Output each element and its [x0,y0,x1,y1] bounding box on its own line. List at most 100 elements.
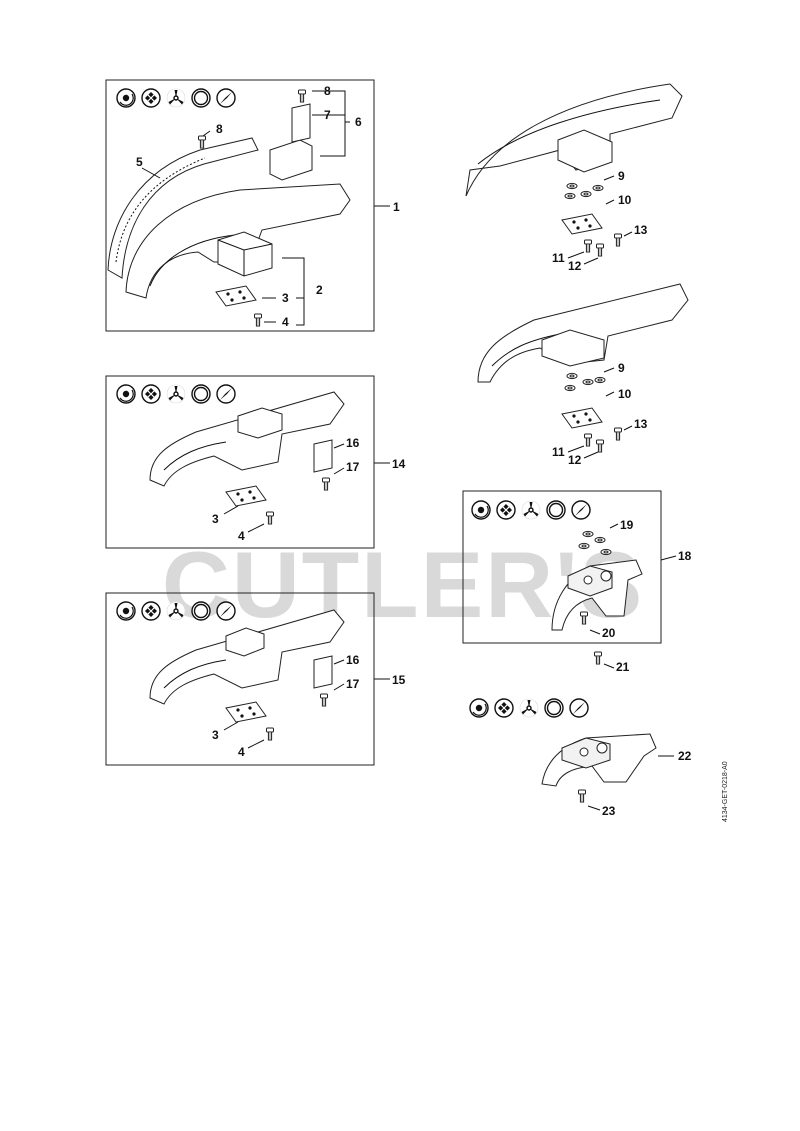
callout-14: 14 [392,457,406,471]
guard-compact-part [149,609,345,705]
tool-icon-row [116,88,136,108]
washer-19-part [582,530,594,538]
disc-icon [191,384,211,404]
callout-10: 10 [618,193,632,207]
callout-6: 6 [355,115,362,129]
plate-part [561,213,603,235]
washer-19d-part [600,548,612,556]
callout-3: 3 [212,728,219,742]
washer-10b-part [592,184,604,192]
disc-icon [191,88,211,108]
two-blade-icon [216,601,236,621]
screw-11-part [584,239,592,253]
callout-22: 22 [678,749,692,763]
panel-assembly-1: 1 2 3 4 5 6 7 8 8 [105,79,400,332]
disc-icon [191,601,211,621]
saw-disc-icon [544,698,564,718]
screw-21-part [594,651,602,665]
callout-12: 12 [568,453,582,467]
callout-4: 4 [238,745,245,759]
square-blade-icon [141,88,161,108]
callout-17: 17 [346,677,360,691]
plate-3-part [215,285,257,307]
spool-icon [116,88,136,108]
callout-13: 13 [634,417,648,431]
panel-assembly-14: 14 16 17 3 4 [105,375,406,549]
callout-17: 17 [346,460,360,474]
callout-23: 23 [602,804,616,818]
callout-2: 2 [316,283,323,297]
two-blade-icon [216,88,236,108]
guard-extension-part [107,137,259,279]
washer-10-part [564,192,576,200]
bracket-part [269,139,313,181]
spacer-16-part [313,655,333,689]
callout-21: 21 [616,660,630,674]
square-blade-icon [141,384,161,404]
callout-11: 11 [552,445,565,459]
guard-compact-part [149,391,345,487]
screw-8b-part [198,135,206,149]
clip-part [291,103,311,143]
screw-13-part [614,233,622,247]
callout-13: 13 [634,223,648,237]
callout-20: 20 [602,626,616,640]
mount-block [237,407,283,439]
spool-icon [469,698,489,718]
two-blade-icon [569,698,589,718]
square-blade-icon [494,698,514,718]
callout-10: 10 [618,387,632,401]
mount-block [541,329,605,367]
callout-3: 3 [212,512,219,526]
callout-12: 12 [568,259,582,273]
washer-9-part [566,182,578,190]
guard-compact-part [477,283,689,383]
washer-9b-part [580,190,592,198]
washer-9b-part [582,378,594,386]
guard-assembly-top-right: 9 10 11 12 13 [465,83,683,273]
callout-4: 4 [238,529,245,543]
spacer-16-part [313,439,333,473]
two-blade-icon [216,384,236,404]
callout-1: 1 [393,200,400,214]
spool-icon [116,601,136,621]
spool-icon [116,384,136,404]
screw-8-part [298,89,306,103]
plate-3-part [225,485,267,507]
washer-9-part [566,372,578,380]
screw-23-part [578,789,586,803]
callout-3: 3 [282,291,289,305]
callout-4: 4 [282,315,289,329]
screw-17-part [320,693,328,707]
panel-assembly-22: 22 23 [469,698,692,818]
screw-12-part [596,439,604,453]
washer-10-part [564,384,576,392]
washer-19c-part [578,542,590,550]
callout-15: 15 [392,673,406,687]
callout-8: 8 [324,84,331,98]
callout-5: 5 [136,155,143,169]
screw-11-part [584,433,592,447]
callout-11: 11 [552,251,565,265]
callout-9: 9 [618,361,625,375]
three-blade-icon [521,500,541,520]
callout-8b: 8 [216,122,223,136]
two-blade-icon [571,500,591,520]
callout-9: 9 [618,169,625,183]
callout-18: 18 [678,549,692,563]
screw-4-part [266,727,274,741]
callout-16: 16 [346,653,360,667]
mount-block [225,627,265,657]
mount-block [217,231,273,277]
washer-19b-part [594,536,606,544]
screw-4-part [254,313,262,327]
screw-13-part [614,427,622,441]
panel-assembly-15: 15 16 17 3 4 [105,592,406,766]
plate-part [561,407,603,429]
panel-frame [462,490,662,644]
screw-12-part [596,243,604,257]
mount-block [557,129,613,173]
screw-17-part [322,477,330,491]
panel-assembly-18: 18 19 20 21 [462,490,692,674]
